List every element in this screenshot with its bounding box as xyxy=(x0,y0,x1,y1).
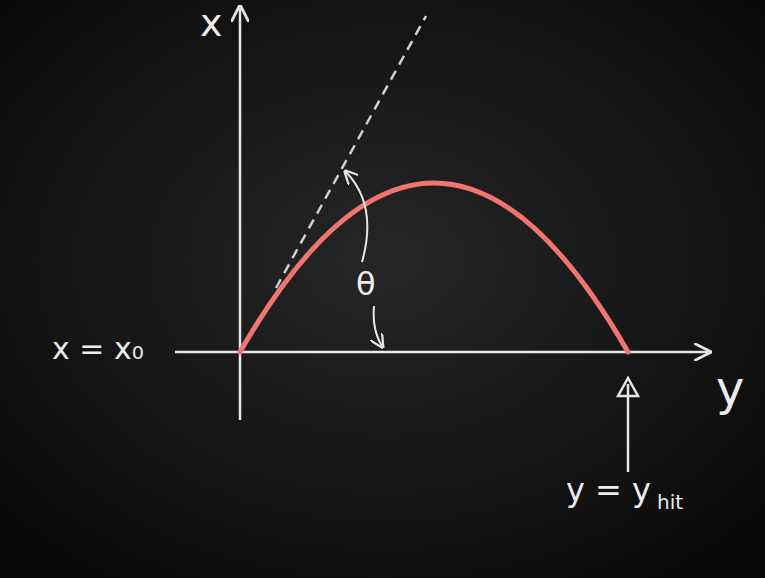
trajectory xyxy=(240,183,628,352)
origin-label: x = x₀ xyxy=(52,334,144,364)
axis-label: y xyxy=(716,364,744,412)
axis-label: x xyxy=(200,4,223,42)
impact-subscript: hit xyxy=(657,492,683,512)
impact-label: y = y xyxy=(566,474,651,506)
angle-pointer xyxy=(374,306,382,346)
angle-symbol: θ xyxy=(356,268,376,300)
launch-direction xyxy=(276,16,426,288)
impact-pointer-head xyxy=(618,378,638,396)
angle-pointer xyxy=(346,172,367,262)
vertical-axis xyxy=(239,8,242,420)
